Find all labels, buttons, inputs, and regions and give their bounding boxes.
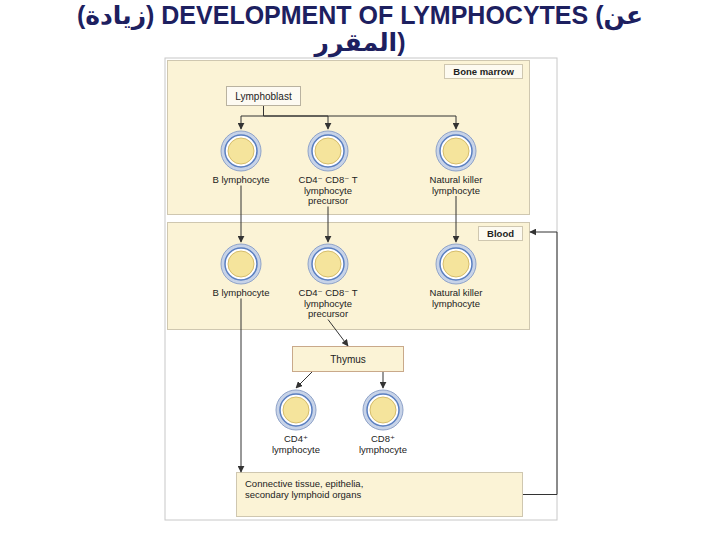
cell-caption: B lymphocyte [210, 175, 272, 186]
cell-caption: Natural killer lymphocyte [425, 175, 487, 196]
cell-node: CD4⁻ CD8⁻ T lymphocyte precursor [283, 242, 373, 320]
band-label: Blood [478, 226, 523, 241]
cell-symbol [274, 388, 318, 432]
connector-arrow [456, 196, 457, 242]
cell-symbol [361, 388, 405, 432]
region-band: Blood B lymphocyte CD4⁻ CD8⁻ T lymphocyte … [167, 222, 530, 330]
cell-node: Natural killer lymphocyte [411, 129, 501, 196]
cell-nucleus [370, 397, 396, 423]
box-label: Thymus [330, 354, 366, 365]
cell-caption: Natural killer lymphocyte [425, 288, 487, 309]
connector-arrow [328, 207, 329, 243]
cell-nucleus [283, 397, 309, 423]
connector-arrow [264, 106, 457, 129]
cell-cytoplasm [225, 248, 257, 280]
cell-nucleus [443, 251, 469, 277]
connector-arrow [264, 106, 329, 129]
organ-box: Thymus [292, 346, 404, 372]
cell-membrane [276, 390, 316, 430]
process-box: Lymphoblast [226, 86, 301, 106]
cell-cytoplasm [225, 135, 257, 167]
connector-arrow [296, 372, 312, 388]
connector-arrow [523, 232, 557, 495]
cell-symbol [306, 129, 350, 173]
cell-membrane [436, 244, 476, 284]
connector-arrow [328, 320, 348, 347]
box-label: Connective tissue, epithelia, secondary … [245, 478, 395, 500]
cell-caption: CD4⁻ CD8⁻ T lymphocyte precursor [297, 288, 359, 320]
connector-arrow [241, 106, 264, 129]
cell-symbol [306, 242, 350, 286]
cell-symbol [434, 242, 478, 286]
connector-arrow [241, 299, 242, 473]
tissue-box: Connective tissue, epithelia, secondary … [236, 472, 523, 517]
box-label: Lymphoblast [235, 91, 291, 102]
cell-node: B lymphocyte [196, 242, 286, 299]
cell-caption: CD8⁺ lymphocyte [352, 434, 414, 455]
cell-symbol [219, 129, 263, 173]
cell-cytoplasm [440, 135, 472, 167]
cell-membrane [221, 244, 261, 284]
cell-caption: B lymphocyte [210, 288, 272, 299]
connector-arrow [241, 186, 242, 243]
cell-nucleus [315, 251, 341, 277]
slide-title: (زيادة) DEVELOPMENT OF LYMPHOCYTES (عن ا… [50, 2, 670, 56]
cell-cytoplasm [312, 248, 344, 280]
cell-nucleus [443, 138, 469, 164]
cell-cytoplasm [280, 394, 312, 426]
cell-cytoplasm [312, 135, 344, 167]
connector-arrow [383, 372, 384, 388]
cell-node: CD8⁺ lymphocyte [343, 388, 423, 455]
region-band: Bone marrowLymphoblast B lymphocyte CD4⁻ C… [167, 60, 530, 215]
cell-symbol [219, 242, 263, 286]
cell-nucleus [228, 251, 254, 277]
cell-caption: CD4⁻ CD8⁻ T lymphocyte precursor [297, 175, 359, 207]
cell-cytoplasm [367, 394, 399, 426]
cell-nucleus [228, 138, 254, 164]
cell-membrane [436, 131, 476, 171]
cell-membrane [221, 131, 261, 171]
cell-cytoplasm [440, 248, 472, 280]
cell-caption: CD4⁺ lymphocyte [265, 434, 327, 455]
cell-membrane [308, 131, 348, 171]
cell-nucleus [315, 138, 341, 164]
band-label: Bone marrow [444, 64, 523, 79]
cell-membrane [363, 390, 403, 430]
cell-node: CD4⁻ CD8⁻ T lymphocyte precursor [283, 129, 373, 207]
cell-membrane [308, 244, 348, 284]
figure-border [165, 58, 557, 520]
cell-symbol [434, 129, 478, 173]
cell-node: Natural killer lymphocyte [411, 242, 501, 309]
cell-node: CD4⁺ lymphocyte [256, 388, 336, 455]
cell-node: B lymphocyte [196, 129, 286, 186]
